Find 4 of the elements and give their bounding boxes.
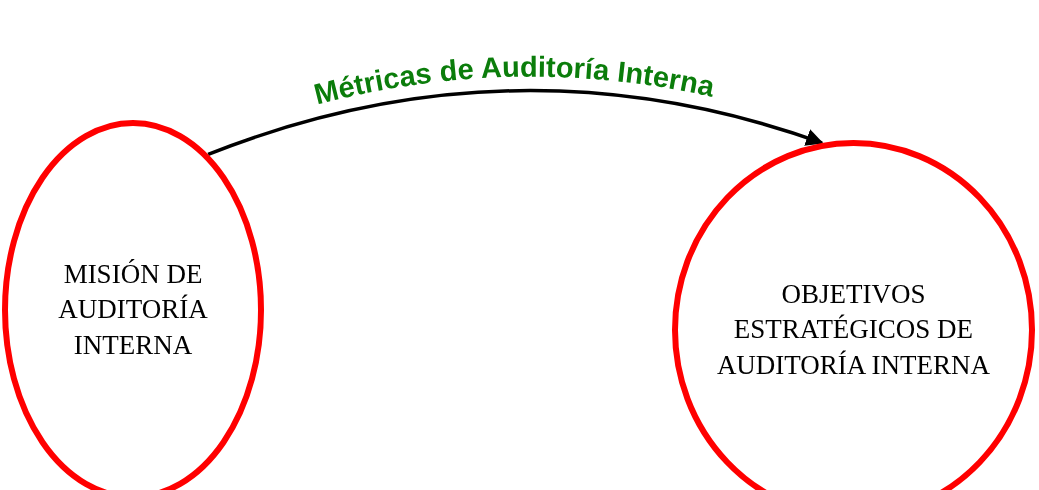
curved-arrow [207,89,824,156]
edge-label: Métricas de Auditoría Interna [310,50,718,111]
node-label: MISIÓN DE AUDITORÍA INTERNA [57,258,209,362]
node-label: OBJETIVOS ESTRATÉGICOS DE AUDITORÍA INTERNA [715,278,992,382]
